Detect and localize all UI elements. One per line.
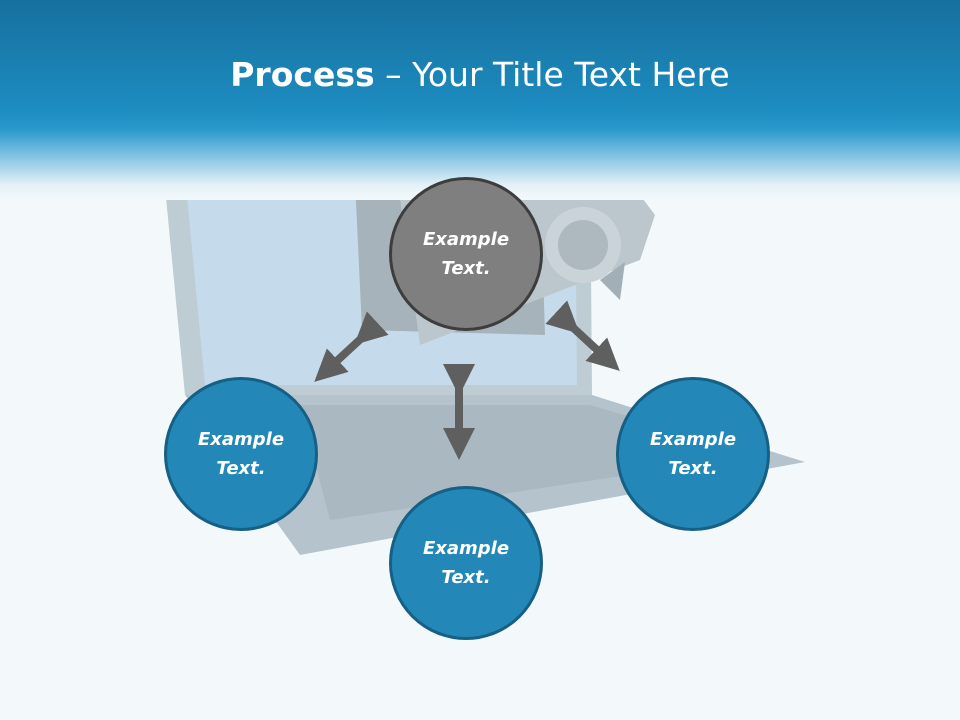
title-separator: – [374,55,413,94]
title-banner [0,0,960,200]
node-top-text: Example Text. [422,229,510,279]
arrow-top-left [314,311,389,382]
node-left-text: Example Text. [197,429,285,479]
arrow-top-right [545,300,620,371]
process-node-right[interactable]: Example Text. [616,377,770,531]
process-node-left[interactable]: Example Text. [164,377,318,531]
title-text: Your Title Text Here [412,55,730,94]
title-bold: Process [230,55,375,94]
page-title: Process – Your Title Text Here [0,52,960,98]
node-bottom-text: Example Text. [422,538,510,588]
process-node-bottom[interactable]: Example Text. [389,486,543,640]
node-right-text: Example Text. [649,429,737,479]
process-node-top[interactable]: Example Text. [389,177,543,331]
